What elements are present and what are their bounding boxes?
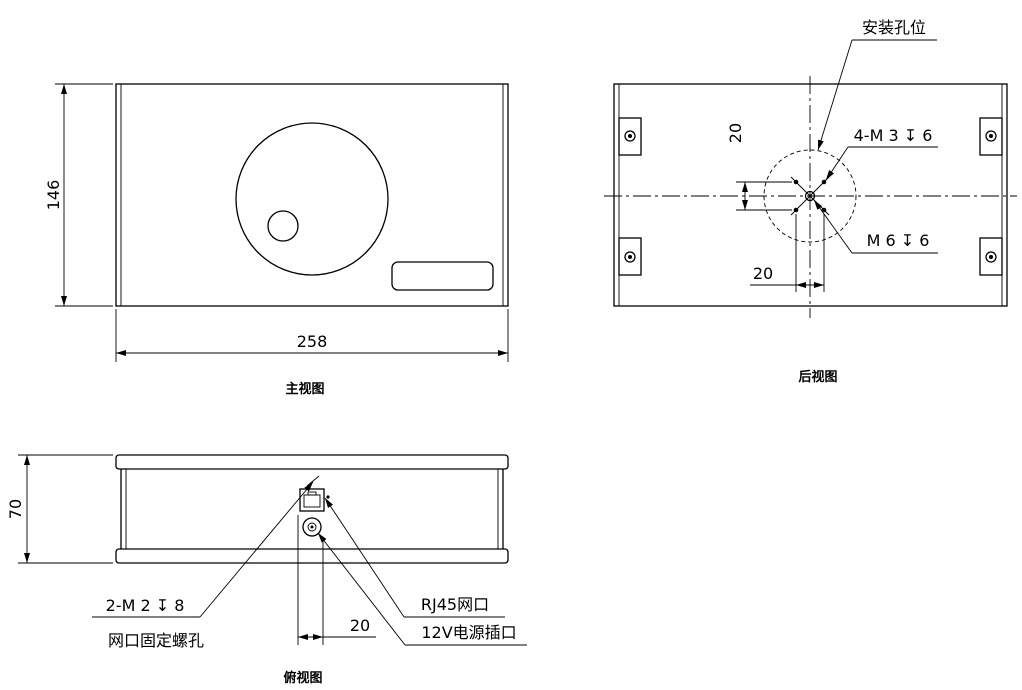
rj45-latch — [307, 491, 317, 496]
mount-zone-dashed-circle — [763, 149, 857, 243]
front-view-caption: 主视图 — [285, 381, 324, 397]
m3-hole-bottom-left — [793, 207, 799, 213]
power-jack-pin — [310, 525, 314, 529]
mount-position-label: 安装孔位 — [862, 18, 926, 37]
mounting-tab-top-right — [979, 117, 1003, 156]
screw-hole-mark — [306, 475, 320, 487]
rear-housing-outline — [613, 83, 1008, 307]
screw-description: 网口固定螺孔 — [108, 631, 204, 650]
screw-leader — [199, 481, 314, 618]
m3-holes-callout: 4-M 3 ↧ 6 — [825, 126, 938, 181]
m3-holes-leader — [825, 146, 849, 181]
screw-label: 2-M 2 ↧ 8 — [106, 596, 185, 615]
tab-hole-center — [989, 255, 993, 259]
height-dim-text: 146 — [44, 180, 63, 211]
power-callout: 12V电源插口 — [317, 532, 527, 646]
tab-body — [979, 117, 1003, 156]
m6-hole-leader — [813, 199, 853, 254]
mount-position-leader — [817, 39, 853, 151]
rj45-inner — [303, 494, 321, 508]
m3-hole-top-right — [821, 179, 827, 185]
power-label: 12V电源插口 — [421, 623, 516, 642]
m6-hole-label: M 6 ↧ 6 — [867, 231, 930, 250]
tab-hole — [624, 130, 636, 142]
rear-view-caption: 后视图 — [798, 369, 837, 385]
front-view: 146 258 主视图 — [44, 83, 509, 397]
mounting-tab-bottom-left — [618, 237, 642, 276]
center-hole — [804, 190, 816, 202]
tab-hole-center — [989, 134, 993, 138]
offset-dimension: 20 — [297, 515, 376, 645]
tab-body — [618, 117, 642, 156]
m3-hole-bottom-right — [821, 207, 827, 213]
depth-dimension: 70 — [6, 454, 113, 564]
mounting-tab-top-left — [618, 117, 642, 156]
vspacing-dim-text: 20 — [726, 123, 745, 143]
tab-hole — [985, 130, 997, 142]
tab-hole-center — [628, 255, 632, 259]
power-jack-inner — [307, 522, 317, 532]
center-hole-dot — [808, 194, 812, 198]
top-plate — [115, 454, 509, 470]
offset-dim-text: 20 — [350, 616, 370, 635]
top-view-caption: 俯视图 — [283, 670, 322, 686]
tab-body — [979, 237, 1003, 276]
tab-hole-center — [628, 134, 632, 138]
top-view: 70 20 2-M 2 ↧ 8 网口固定螺孔 RJ45网口 12V电源插口 俯视… — [6, 454, 527, 686]
speaker-grille-circle — [235, 122, 389, 276]
depth-dim-text: 70 — [6, 499, 25, 519]
screw-callout: 2-M 2 ↧ 8 网口固定螺孔 — [92, 481, 314, 650]
mount-position-callout: 安装孔位 — [817, 18, 937, 151]
rear-view: 安装孔位 4-M 3 ↧ 6 M 6 ↧ 6 20 20 后视 — [604, 18, 1017, 385]
tab-hole — [985, 251, 997, 263]
m3-hole-top-left — [793, 179, 799, 185]
width-dimension: 258 — [115, 309, 509, 362]
power-jack-outer — [302, 517, 322, 537]
bottom-plate — [115, 548, 509, 564]
m3-holes-label: 4-M 3 ↧ 6 — [854, 126, 933, 145]
rj45-screw-hole — [326, 495, 330, 499]
display-window — [391, 261, 494, 291]
tab-body — [618, 237, 642, 276]
hspacing-dim-text: 20 — [753, 264, 773, 283]
m6-hole-callout: M 6 ↧ 6 — [813, 199, 938, 254]
vertical-spacing-dimension: 20 — [726, 123, 792, 211]
width-dim-text: 258 — [297, 332, 328, 351]
horizontal-spacing-dimension: 20 — [750, 214, 825, 292]
front-housing-outline — [115, 83, 509, 307]
power-jack — [302, 517, 322, 537]
rj45-label: RJ45网口 — [421, 595, 489, 614]
rj45-leader — [324, 497, 405, 618]
indicator-circle — [267, 210, 299, 242]
rj45-callout: RJ45网口 — [324, 497, 505, 618]
height-dimension: 146 — [44, 83, 113, 307]
tab-hole — [624, 251, 636, 263]
mounting-tab-bottom-right — [979, 237, 1003, 276]
power-leader — [317, 532, 406, 646]
